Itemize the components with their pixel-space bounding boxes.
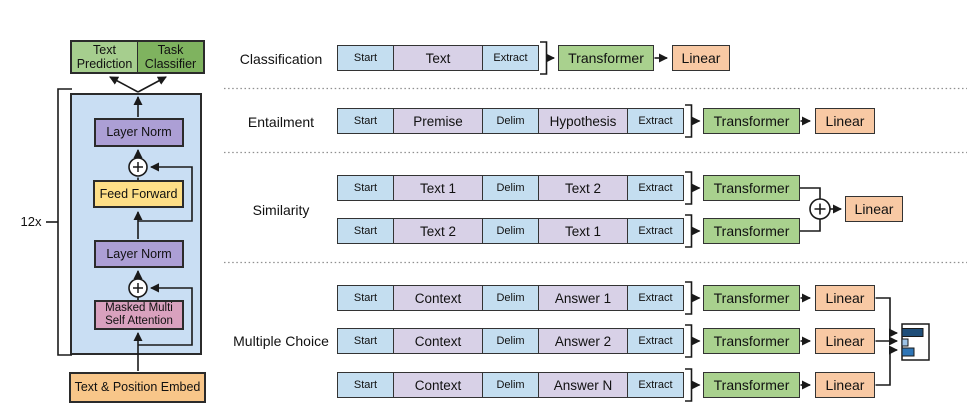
token-context: Context (392, 372, 484, 398)
transformer-box: Transformer (703, 372, 800, 398)
residual-connection-arrow (138, 162, 193, 222)
linear-box: Linear (815, 108, 875, 134)
arrow (875, 345, 898, 386)
token-start: Start (337, 328, 394, 354)
task-label-multiple-choice: Multiple Choice (233, 333, 329, 349)
transformer-box: Transformer (703, 218, 800, 244)
transformer-box: Transformer (703, 108, 800, 134)
transformer-box: Transformer (703, 328, 800, 354)
task-classifier-head: Task Classifier (137, 40, 205, 74)
token-extract: Extract (627, 175, 684, 201)
token-sequence: Start Context Delim Answer 2 Extract (337, 328, 684, 354)
layer-norm-box: Layer Norm (94, 118, 184, 147)
token-sequence: Start Context Delim Answer 1 Extract (337, 285, 684, 311)
token-start: Start (337, 372, 394, 398)
repeat-bracket (57, 88, 72, 356)
token-sequence: Start Context Delim Answer N Extract (337, 372, 684, 398)
extract-bracket (685, 104, 693, 138)
extract-bracket (685, 281, 693, 315)
arrow (875, 297, 898, 338)
add-circle-icon (128, 157, 148, 177)
token-context: Context (392, 328, 484, 354)
extract-bracket (685, 324, 693, 358)
token-context: Context (392, 285, 484, 311)
extract-bracket (685, 368, 693, 402)
token-hypothesis: Hypothesis (537, 108, 629, 134)
text-prediction-head: Text Prediction (70, 40, 138, 74)
masked-attention-line1: Masked Multi (105, 301, 173, 314)
token-delim: Delim (482, 372, 539, 398)
transformer-box: Transformer (558, 45, 654, 71)
choice-score-bar (901, 328, 924, 337)
token-extract: Extract (627, 285, 684, 311)
token-delim: Delim (482, 218, 539, 244)
token-text2: Text 2 (537, 175, 629, 201)
choice-score-bar (901, 338, 909, 347)
token-sequence: Start Text 2 Delim Text 1 Extract (337, 218, 684, 244)
text-position-embed-box: Text & Position Embed (69, 372, 206, 403)
connector-line (800, 187, 821, 199)
token-start: Start (337, 175, 394, 201)
token-extract: Extract (627, 328, 684, 354)
add-circle-icon (809, 198, 831, 220)
repeat-count-label: 12x (20, 214, 42, 229)
token-start: Start (337, 285, 394, 311)
token-answerN: Answer N (537, 372, 629, 398)
token-text2: Text 2 (392, 218, 484, 244)
token-start: Start (337, 108, 394, 134)
token-extract: Extract (627, 218, 684, 244)
linear-box: Linear (815, 372, 875, 398)
token-delim: Delim (482, 108, 539, 134)
token-sequence: Start Text Extract (337, 45, 539, 71)
token-text: Text (392, 45, 484, 71)
extract-bracket (685, 171, 693, 205)
extract-bracket (540, 41, 548, 75)
add-circle-icon (128, 278, 148, 298)
arrow (109, 76, 139, 93)
token-sequence: Start Text 1 Delim Text 2 Extract (337, 175, 684, 201)
token-delim: Delim (482, 285, 539, 311)
choice-score-bar (901, 347, 915, 357)
masked-attention-line2: Self Attention (105, 315, 173, 327)
linear-box: Linear (845, 196, 903, 222)
linear-box: Linear (672, 45, 730, 71)
token-text1: Text 1 (392, 175, 484, 201)
arrow (137, 76, 167, 93)
transformer-box: Transformer (703, 285, 800, 311)
token-extract: Extract (627, 108, 684, 134)
token-delim: Delim (482, 175, 539, 201)
layer-norm-box: Layer Norm (94, 240, 184, 268)
transformer-box: Transformer (703, 175, 800, 201)
token-sequence: Start Premise Delim Hypothesis Extract (337, 108, 684, 134)
task-label-classification: Classification (239, 51, 323, 67)
masked-self-attention-box: Masked Multi Self Attention (94, 300, 184, 330)
linear-box: Linear (815, 328, 875, 354)
task-label-entailment: Entailment (247, 114, 315, 130)
choice-scores-chart (901, 323, 930, 361)
feed-forward-box: Feed Forward (93, 180, 184, 208)
token-answer1: Answer 1 (537, 285, 629, 311)
token-delim: Delim (482, 328, 539, 354)
task-label-similarity: Similarity (252, 202, 310, 218)
token-answer2: Answer 2 (537, 328, 629, 354)
token-extract: Extract (482, 45, 539, 71)
linear-box: Linear (815, 285, 875, 311)
connector-line (800, 219, 821, 232)
extract-bracket (685, 214, 693, 248)
residual-connection-arrow (138, 283, 193, 346)
token-start: Start (337, 218, 394, 244)
token-extract: Extract (627, 372, 684, 398)
token-premise: Premise (392, 108, 484, 134)
token-start: Start (337, 45, 394, 71)
token-text1: Text 1 (537, 218, 629, 244)
